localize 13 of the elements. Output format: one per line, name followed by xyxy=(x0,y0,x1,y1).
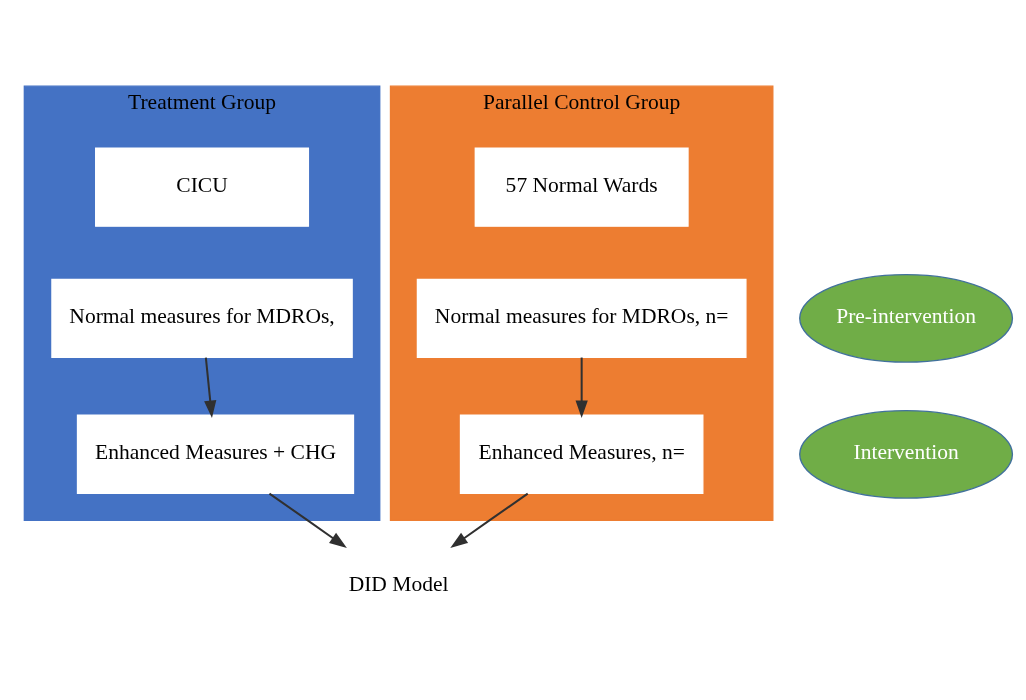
node-text: DID Model xyxy=(348,571,449,596)
node-box: Normal measures for MDROs, xyxy=(51,278,353,359)
arrow xyxy=(268,492,347,548)
node-box: Enhanced Measures + CHG xyxy=(76,414,355,495)
arrow xyxy=(575,357,588,419)
node-ellipse: Pre-intervention xyxy=(799,273,1014,363)
arrow xyxy=(204,357,217,419)
arrow xyxy=(450,492,529,548)
node-box: 57 Normal Wards xyxy=(474,147,689,227)
node-box: Enhanced Measures, n= xyxy=(459,414,704,495)
node-box: CICU xyxy=(95,147,310,227)
node-ellipse: Intervention xyxy=(799,409,1014,499)
node-box: Normal measures for MDROs, n= xyxy=(416,278,747,359)
